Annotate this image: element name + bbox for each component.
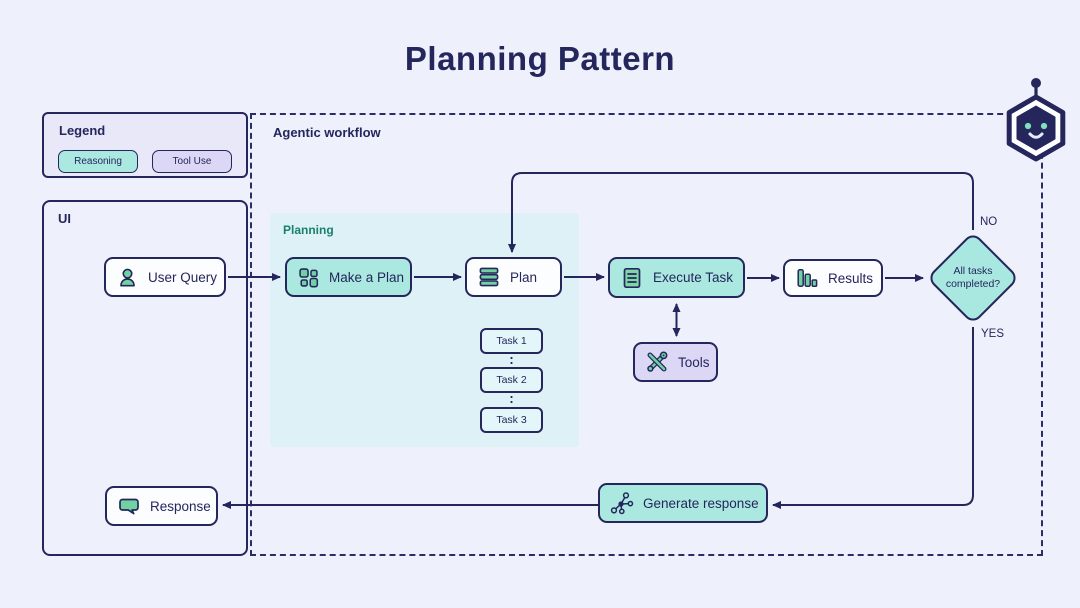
document-icon [623, 267, 641, 288]
results-label: Results [828, 270, 874, 286]
network-icon [610, 492, 634, 515]
results-node: Results [783, 259, 883, 297]
agentic-workflow-title: Agentic workflow [273, 125, 381, 140]
agentic-workflow-panel: Agentic workflow [250, 113, 1043, 556]
speech-bubble-icon [119, 498, 139, 515]
robot-icon [1006, 78, 1066, 162]
branch-no-label: NO [980, 216, 998, 228]
robot-badge [1000, 76, 1072, 164]
task-1-label: Task 1 [496, 335, 527, 347]
ui-panel-title: UI [58, 211, 71, 226]
legend-tool-use-pill: Tool Use [152, 150, 232, 173]
task-2-label: Task 2 [496, 374, 527, 386]
response-label: Response [150, 498, 211, 514]
decision-label: All tasks completed? [927, 232, 1019, 324]
person-icon [120, 268, 135, 287]
task-1-node: Task 1 [480, 328, 543, 354]
grid-icon [299, 267, 319, 287]
planning-group-label: Planning [283, 223, 334, 237]
ui-panel: UI [42, 200, 248, 556]
user-query-node: User Query [104, 257, 226, 297]
task-2-node: Task 2 [480, 367, 543, 393]
plan-label: Plan [510, 269, 538, 285]
legend-tool-use-label: Tool Use [172, 156, 212, 167]
make-a-plan-node: Make a Plan [285, 257, 412, 297]
bar-chart-icon [797, 269, 818, 287]
legend-reasoning-pill: Reasoning [58, 150, 138, 173]
decision-node: All tasks completed? [926, 231, 1020, 325]
user-query-label: User Query [148, 269, 218, 285]
branch-yes-label: YES [981, 328, 1005, 340]
legend-title: Legend [59, 123, 106, 138]
task-3-node: Task 3 [480, 407, 543, 433]
generate-response-node: Generate response [598, 483, 768, 523]
generate-response-label: Generate response [643, 495, 759, 511]
tools-label: Tools [678, 354, 710, 370]
decision-label-line2: completed? [945, 278, 1001, 290]
execute-task-label: Execute Task [653, 270, 734, 285]
make-a-plan-label: Make a Plan [329, 269, 405, 285]
task-3-label: Task 3 [496, 414, 527, 426]
legend-reasoning-label: Reasoning [74, 156, 122, 167]
page-title: Planning Pattern [404, 40, 676, 77]
decision-label-line1: All tasks [953, 264, 993, 277]
legend-panel: Legend Reasoning Tool Use [42, 112, 248, 178]
stack-icon [479, 267, 499, 287]
wrench-screwdriver-icon [647, 351, 668, 372]
response-node: Response [105, 486, 218, 526]
tools-node: Tools [633, 342, 718, 382]
plan-node: Plan [465, 257, 562, 297]
execute-task-node: Execute Task [608, 257, 745, 298]
